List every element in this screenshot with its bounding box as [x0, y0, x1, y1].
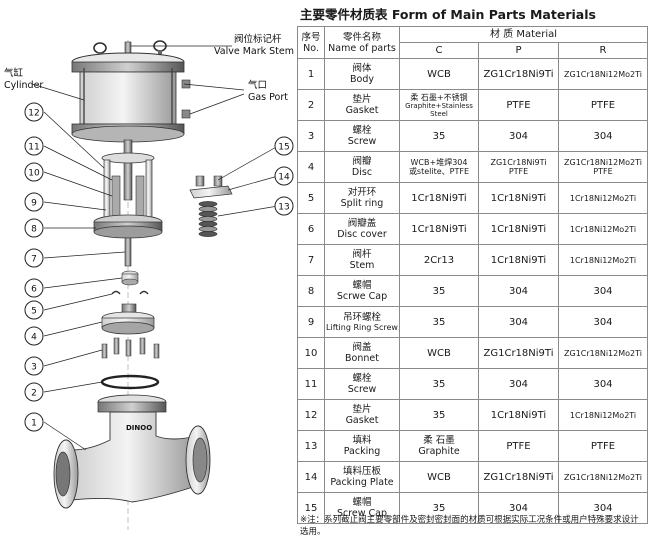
callout-7: 7	[24, 248, 44, 268]
callout-10: 10	[24, 162, 44, 182]
footnote: ※注：系列截止阀主要零部件及密封密封面的材质可根据实际工况条件或用户特殊要求设计…	[300, 515, 639, 537]
label-valve-mark-stem-cn: 阀位标记杆	[234, 33, 282, 45]
label-gas-port-en: Gas Port	[248, 92, 288, 103]
stem-part	[124, 237, 132, 267]
svg-text:14: 14	[278, 173, 290, 183]
disc-part	[101, 303, 155, 335]
svg-text:1: 1	[31, 419, 37, 429]
callout-13: 13	[274, 196, 294, 216]
gasket-part	[100, 374, 160, 390]
header-r: R	[557, 42, 649, 59]
svg-text:8: 8	[31, 225, 37, 235]
packing-parts	[189, 175, 233, 237]
header-p: P	[478, 42, 559, 59]
valve-body-part: DINOO	[53, 394, 211, 509]
exploded-view-diagram: DINOO	[4, 33, 294, 530]
callout-15: 15	[274, 136, 294, 156]
svg-text:10: 10	[28, 169, 40, 179]
callout-2: 2	[24, 382, 44, 402]
svg-text:7: 7	[31, 255, 37, 265]
screws-part	[101, 337, 160, 359]
svg-text:15: 15	[278, 143, 289, 153]
callout-12: 12	[24, 102, 44, 122]
callout-8: 8	[24, 218, 44, 238]
label-valve-mark-stem-en: Valve Mark Stem	[214, 46, 294, 57]
cylinder-assembly	[71, 52, 191, 143]
callout-4: 4	[24, 326, 44, 346]
yoke-bracket	[93, 139, 163, 239]
svg-text:5: 5	[31, 307, 37, 317]
table-subheader-row: C P R	[298, 42, 649, 59]
header-c: C	[399, 42, 479, 59]
label-gas-port-cn: 气口	[248, 79, 267, 91]
callout-9: 9	[24, 192, 44, 212]
callout-11: 11	[24, 136, 44, 156]
svg-text:2: 2	[31, 389, 37, 399]
callout-6: 6	[24, 278, 44, 298]
callout-5: 5	[24, 300, 44, 320]
svg-text:11: 11	[28, 143, 39, 153]
label-cylinder-en: Cylinder	[4, 80, 43, 91]
callout-14: 14	[274, 166, 294, 186]
svg-text:4: 4	[31, 333, 37, 343]
callout-3: 3	[24, 356, 44, 376]
brand-mark: DINOO	[126, 424, 152, 432]
label-cylinder-cn: 气缸	[4, 67, 24, 79]
callout-1: 1	[24, 412, 44, 432]
table-title: 主要零件材质表 Form of Main Parts Materials	[300, 7, 596, 22]
disc-cover-part	[121, 270, 139, 286]
svg-text:13: 13	[278, 203, 289, 213]
svg-text:6: 6	[31, 285, 37, 295]
svg-text:3: 3	[31, 363, 37, 373]
svg-text:9: 9	[31, 199, 37, 209]
svg-text:12: 12	[28, 109, 39, 119]
header-material: 材 质 Material	[398, 26, 649, 43]
